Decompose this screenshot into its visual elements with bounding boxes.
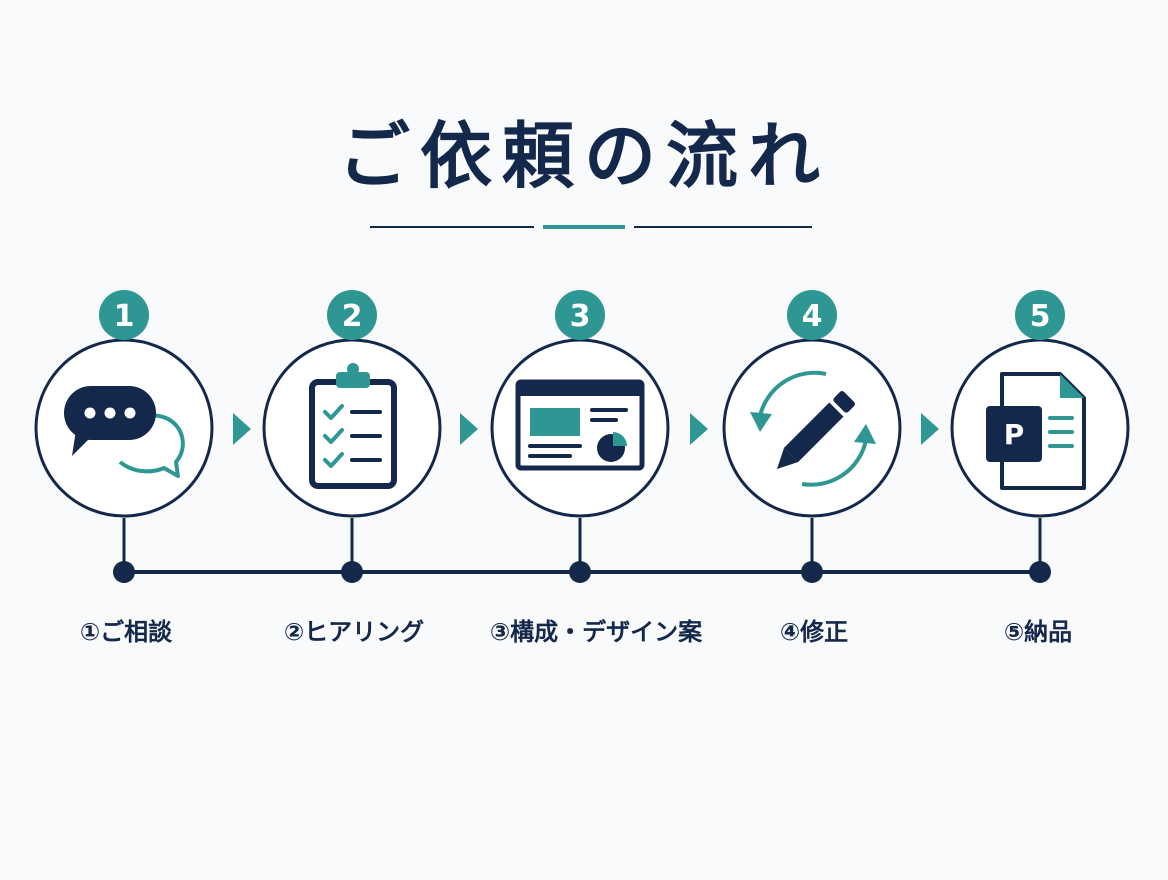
step-number: 4 <box>802 299 823 334</box>
chat-bubbles-icon <box>64 386 185 478</box>
powerpoint-file-icon: P <box>986 372 1086 490</box>
badge-circle <box>327 290 377 340</box>
step-number: 2 <box>342 299 363 334</box>
badge-circle <box>555 290 605 340</box>
badge-circle <box>1015 290 1065 340</box>
step-badge-3: 3 <box>555 290 605 340</box>
step-label-5: ⑤納品 <box>1003 618 1073 646</box>
timeline-dots <box>113 561 1051 583</box>
step-label-3: ③構成・デザイン案 <box>489 618 703 646</box>
step-badge-5: 5 <box>1015 290 1065 340</box>
step-number: 5 <box>1030 299 1051 334</box>
title-underline-accent <box>543 225 625 229</box>
pencil-revision-icon <box>750 370 876 487</box>
badge-circle <box>99 290 149 340</box>
step-badge-4: 4 <box>787 290 837 340</box>
step-arrows <box>233 413 939 445</box>
arrow-right-icon <box>233 413 251 445</box>
step-number: 1 <box>114 299 135 334</box>
arrow-right-icon <box>460 413 478 445</box>
step-badge-1: 1 <box>99 290 149 340</box>
timeline-dot-2 <box>341 561 363 583</box>
badge-circle <box>787 290 837 340</box>
step-label-4: ④修正 <box>779 618 849 646</box>
slide-layout-icon <box>515 379 645 471</box>
clipboard-checklist-icon <box>309 363 397 489</box>
arrow-right-icon <box>921 413 939 445</box>
title-underline-left <box>370 226 534 228</box>
page-title: ご依頼の流れ <box>337 113 830 198</box>
title-underline-right <box>634 226 812 228</box>
arrow-right-icon <box>690 413 708 445</box>
step-number: 3 <box>570 299 591 334</box>
timeline-dot-3 <box>569 561 591 583</box>
step-label-2: ②ヒアリング <box>283 618 425 646</box>
step-badge-2: 2 <box>327 290 377 340</box>
file-letter: P <box>1004 418 1025 451</box>
timeline-dot-4 <box>801 561 823 583</box>
timeline-dot-1 <box>113 561 135 583</box>
step-label-1: ①ご相談 <box>79 618 173 646</box>
timeline-dot-5 <box>1029 561 1051 583</box>
